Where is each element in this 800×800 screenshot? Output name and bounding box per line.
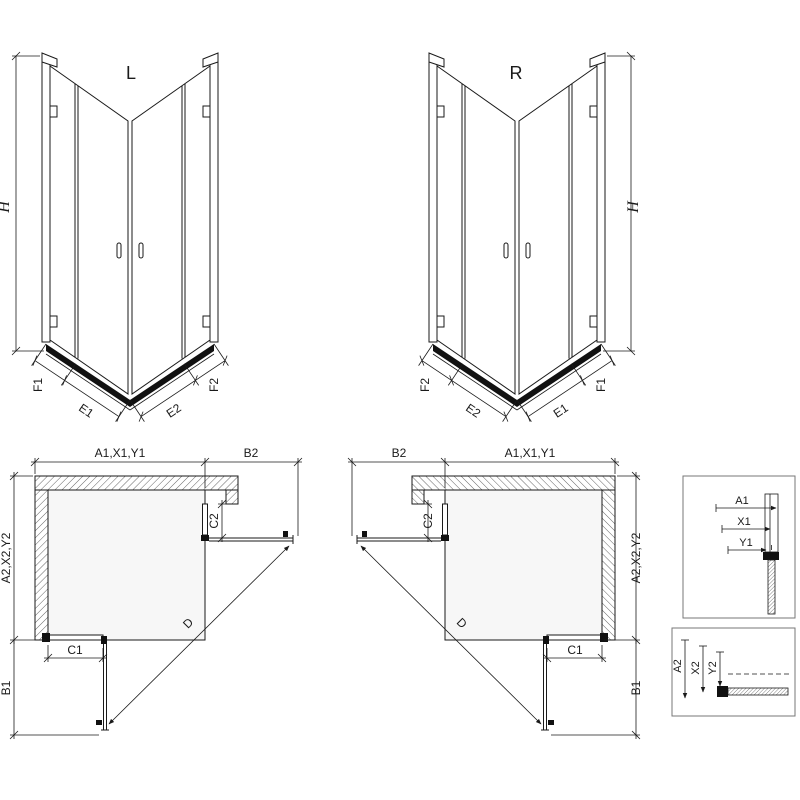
dim-label-b2-left: B2 bbox=[244, 446, 259, 460]
dim-label-depth-left: A2,X2,Y2 bbox=[0, 532, 13, 583]
plan-view-right: B2 A1,X1,Y1 A2,X2,Y2 B1 C1 C2 D bbox=[348, 446, 643, 739]
detail-box-wall-profile-top: A1 X1 Y1 bbox=[682, 475, 796, 619]
detail-label-a2: A2 bbox=[672, 659, 684, 672]
dim-label-b1-right: B1 bbox=[629, 680, 643, 695]
dim-label-width-right: A1,X1,Y1 bbox=[505, 446, 556, 460]
detail-bottom-geometry bbox=[681, 639, 789, 699]
detail-label-a1: A1 bbox=[735, 495, 748, 507]
dim-label-e1-right: E1 bbox=[551, 401, 571, 421]
detail-label-x2: X2 bbox=[690, 661, 702, 674]
dim-label-c2-left: C2 bbox=[207, 513, 221, 529]
iso-left-geometry bbox=[11, 51, 229, 423]
dim-label-height-left: H bbox=[0, 200, 13, 214]
iso-right-geometry bbox=[418, 51, 636, 423]
dim-label-c2-right: C2 bbox=[421, 513, 435, 529]
dim-label-height-right: H bbox=[625, 200, 642, 214]
iso-view-right: R H F2 E2 E1 F1 bbox=[418, 51, 642, 423]
detail-label-x1: X1 bbox=[737, 516, 750, 528]
dim-label-e2-right: E2 bbox=[463, 401, 483, 421]
dim-label-depth-right: A2,X2,Y2 bbox=[629, 532, 643, 583]
dim-label-c1-left: C1 bbox=[67, 643, 83, 657]
detail-box-wall-profile-bottom: A2 X2 Y2 bbox=[671, 627, 796, 717]
view-title-right: R bbox=[510, 63, 523, 83]
iso-view-left: L H F1 E1 E2 F2 bbox=[0, 51, 229, 423]
dim-label-e1-left: E1 bbox=[76, 401, 96, 421]
dim-label-f2-left: F2 bbox=[207, 378, 221, 392]
dim-label-f1-left: F1 bbox=[31, 378, 45, 392]
dim-label-f1-right: F1 bbox=[594, 378, 608, 392]
plan-left-geometry bbox=[10, 458, 302, 739]
detail-label-y2: Y2 bbox=[707, 661, 719, 674]
dim-label-width-left: A1,X1,Y1 bbox=[95, 446, 146, 460]
detail-box-border bbox=[671, 627, 796, 717]
dim-label-b1-left: B1 bbox=[0, 680, 13, 695]
dim-label-f2-right: F2 bbox=[418, 378, 432, 392]
detail-top-geometry bbox=[715, 493, 779, 616]
view-title-left: L bbox=[126, 63, 136, 83]
dim-label-b2-right: B2 bbox=[392, 446, 407, 460]
dim-label-e2-left: E2 bbox=[164, 401, 184, 421]
dim-label-c1-right: C1 bbox=[567, 643, 583, 657]
detail-label-y1: Y1 bbox=[739, 537, 752, 549]
plan-right-geometry bbox=[348, 458, 640, 739]
plan-view-left: A1,X1,Y1 B2 A2,X2,Y2 B1 C1 C2 D bbox=[0, 446, 302, 739]
